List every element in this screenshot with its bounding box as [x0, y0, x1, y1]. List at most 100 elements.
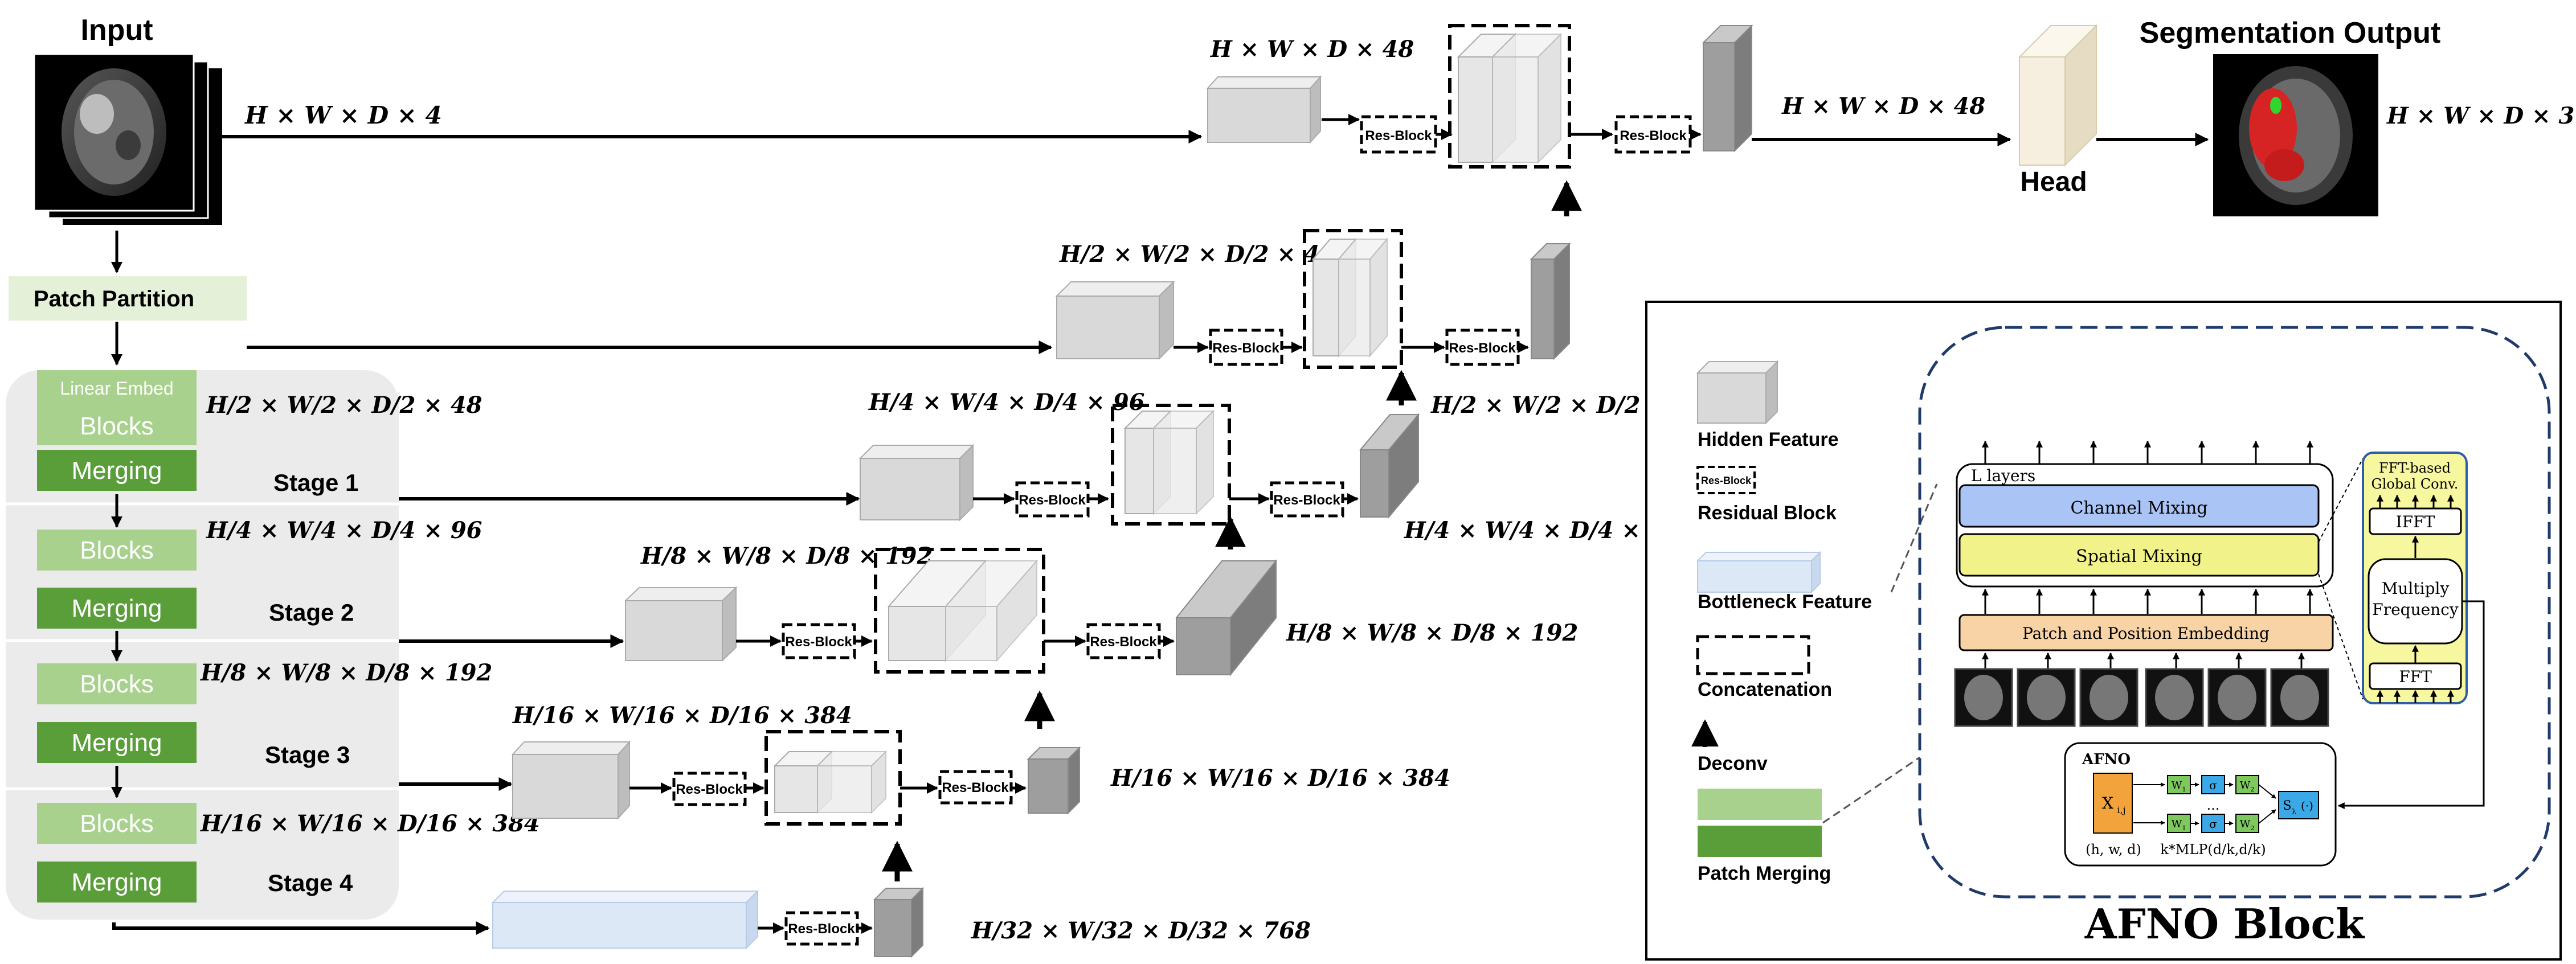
res-block-level1a-label: Res-Block — [1212, 341, 1279, 356]
level0-dims: H × W × D × 48 — [1210, 36, 1414, 63]
afno-x-sub: i,j — [2117, 805, 2125, 815]
legend-hidden-feature-label: Hidden Feature — [1698, 429, 1838, 450]
stage2-dims: H/4 × W/4 × D/4 × 96 — [206, 517, 483, 544]
legend-merging-swatch — [1698, 826, 1822, 857]
concat-level1 — [1303, 229, 1403, 369]
input-label: Input — [80, 14, 153, 47]
afno-s-tail: (·) — [2301, 799, 2313, 813]
afno-block-outline — [1918, 326, 2551, 899]
output-dims: H × W × D × 3 — [2386, 102, 2574, 129]
segmentation-output-image — [2213, 54, 2378, 216]
afno-block-title: AFNO Block — [2084, 900, 2366, 948]
afno-sigma-top-label: σ — [2209, 778, 2217, 792]
afno-w2-top-sub: 2 — [2251, 786, 2255, 793]
hidden-feature-level0 — [1206, 75, 1322, 144]
stage3-dims: H/8 × W/8 × D/8 × 192 — [200, 659, 492, 686]
stage2-blocks — [37, 530, 197, 571]
stage1-blocks-label: Blocks — [80, 412, 154, 440]
concat-level2 — [1111, 404, 1231, 526]
afno-w1-bottom — [2167, 814, 2191, 833]
stage4-merging — [37, 862, 197, 903]
afno-w2-top — [2235, 775, 2259, 794]
fft-multiply-line2: Frequency — [2372, 600, 2459, 619]
afno-w2-top-label: W — [2240, 780, 2251, 791]
res-block-level3a-label: Res-Block — [785, 634, 852, 650]
legend-blocks-swatch — [1698, 789, 1822, 820]
res-block-level4a-label: Res-Block — [676, 782, 743, 797]
legend-concat-swatch — [1696, 635, 1810, 675]
stage3-blocks — [37, 663, 197, 704]
decoder-feature-level4 — [1027, 746, 1081, 815]
hidden-feature-level3 — [624, 586, 738, 662]
hidden-feature-level1 — [1055, 280, 1175, 360]
stage4-blocks-label: Blocks — [80, 810, 154, 838]
stage1-label: Stage 1 — [273, 469, 358, 496]
stage4-blocks — [37, 803, 197, 844]
afno-w2-bottom-label: W — [2240, 818, 2251, 830]
stage4-merging-label: Merging — [72, 868, 162, 896]
afno-dots: ... — [2207, 797, 2220, 813]
afno-sigma-bottom — [2201, 814, 2225, 833]
afno-patch-embedding-label: Patch and Position Embedding — [2022, 624, 2270, 643]
input-dims: H × W × D × 4 — [244, 101, 442, 129]
head-block — [2018, 24, 2098, 167]
bottleneck-output-feature — [873, 887, 925, 958]
linear-embed-label: Linear Embed — [60, 378, 173, 399]
stage2-blocks-label: Blocks — [80, 536, 154, 564]
level2-decoder-dims: H/4 × W/4 × D/4 × 96 — [1404, 517, 1680, 544]
legend-residual-label: Residual Block — [1698, 502, 1837, 524]
res-block-level2b-label: Res-Block — [1273, 493, 1340, 508]
afno-w1-bottom-label: W — [2172, 818, 2182, 830]
stage3-merging — [37, 722, 197, 763]
afno-hwd-label: (h, w, d) — [2086, 842, 2141, 858]
patch-partition-label: Patch Partition — [34, 286, 194, 311]
stage4-dims: H/16 × W/16 × D/16 × 384 — [200, 810, 540, 837]
res-block-level2a-label: Res-Block — [1019, 493, 1086, 508]
stage1-merging-label: Merging — [72, 457, 162, 485]
legend-patch-merging-label: Patch Merging — [1698, 863, 1831, 884]
level3-decoder-dims: H/8 × W/8 × D/8 × 192 — [1286, 620, 1578, 646]
afno-s-label: S — [2283, 799, 2291, 813]
afno-patch-thumbnails — [1954, 668, 2329, 727]
decoder-feature-level0 — [1702, 24, 1753, 153]
afno-channel-mixing — [1958, 484, 2320, 528]
stage3-merging-label: Merging — [72, 729, 162, 757]
input-volume — [33, 53, 222, 225]
stage3-label: Stage 3 — [265, 741, 350, 768]
hidden-feature-level4 — [511, 740, 631, 820]
level1-dims: H/2 × W/2 × D/2 × 48 — [1059, 241, 1336, 268]
res-block-level4b-label: Res-Block — [942, 780, 1009, 795]
afno-mlp-label: k*MLP(d/k,d/k) — [2160, 842, 2266, 858]
stage1-merging — [37, 450, 197, 491]
afno-detail-title: AFNO — [2082, 751, 2131, 768]
concat-level4 — [764, 730, 902, 826]
legend-deconv-label: Deconv — [1698, 753, 1768, 774]
level2-dims: H/4 × W/4 × D/4 × 96 — [868, 389, 1145, 416]
afno-sigma-bottom-label: σ — [2209, 817, 2217, 831]
fft-title-line1: FFT-based — [2379, 460, 2451, 476]
fft-title-line2: Global Conv. — [2371, 476, 2459, 492]
hidden-feature-level2 — [858, 444, 975, 522]
afno-w1-top-label: W — [2172, 780, 2182, 791]
stage2-merging — [37, 588, 197, 629]
stage3-blocks-label: Blocks — [80, 670, 154, 698]
res-block-level0a-label: Res-Block — [1365, 128, 1432, 143]
stage2-merging-label: Merging — [72, 594, 162, 622]
stage1-blocks — [37, 370, 197, 445]
stage4-label: Stage 4 — [268, 869, 353, 896]
segmentation-output-label: Segmentation Output — [2140, 17, 2441, 50]
level3-dims: H/8 × W/8 × D/8 × 192 — [640, 543, 933, 569]
fft-fft-label: FFT — [2399, 667, 2432, 686]
res-block-level3b-label: Res-Block — [1090, 634, 1157, 650]
legend-bottleneck-label: Bottleneck Feature — [1698, 591, 1872, 613]
stage1-dims: H/2 × W/2 × D/2 × 48 — [206, 392, 483, 419]
afno-sigma-top — [2201, 775, 2225, 794]
afno-x-label: X — [2102, 794, 2113, 813]
fft-fft-box — [2369, 662, 2462, 690]
legend-concat-label: Concatenation — [1698, 679, 1832, 700]
afno-w2-bottom — [2235, 814, 2259, 833]
afno-spatial-mixing-label: Spatial Mixing — [2076, 547, 2202, 567]
legend-hidden-feature-swatch — [1696, 360, 1779, 425]
patch-partition-box — [9, 276, 247, 321]
